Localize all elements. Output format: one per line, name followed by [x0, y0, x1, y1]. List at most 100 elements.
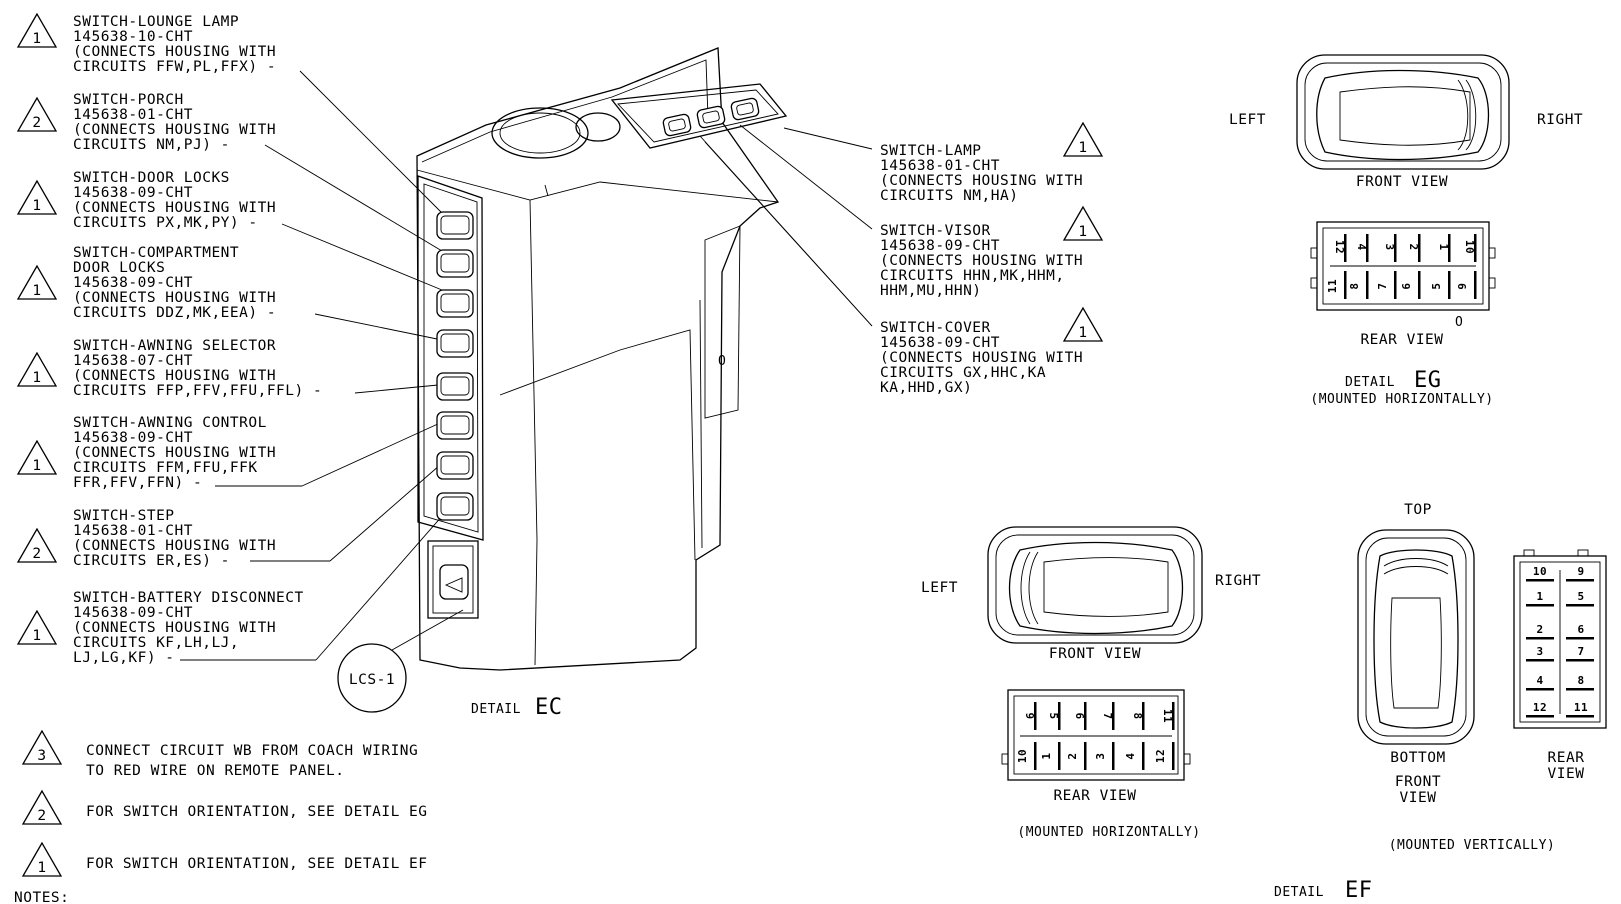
note-line: CONNECT CIRCUIT WB FROM COACH WIRING [86, 743, 418, 759]
callout-list: 1 SWITCH-LOUNGE LAMP 145638-10-CHT (CONN… [17, 13, 322, 666]
detail-ec-prefix: DETAIL [471, 702, 521, 717]
callout-awning-control: 1 SWITCH-AWNING CONTROL 145638-09-CHT (C… [17, 415, 276, 491]
callout-line: CIRCUITS FFP,FFV,FFU,FFL) - [73, 383, 322, 399]
callout-line: (CONNECTS HOUSING WITH [73, 290, 276, 306]
note-line: FOR SWITCH ORIENTATION, SEE DETAIL EG [86, 804, 428, 820]
top-switch-lamp [662, 113, 692, 137]
revision-number: 1 [32, 31, 41, 47]
callout-line: SWITCH-BATTERY DISCONNECT [73, 590, 304, 606]
callout-line: CIRCUITS DDZ,MK,EEA) - [73, 305, 276, 321]
front-switch-1 [436, 211, 474, 240]
front-switch-7 [436, 451, 474, 480]
connector-pin [1172, 702, 1175, 730]
top-switch-visor [696, 105, 726, 129]
connector-pin [1112, 702, 1115, 730]
connector-pin [1142, 742, 1145, 770]
connector-pin-label: 3 [1094, 752, 1107, 759]
leader-lines [180, 70, 451, 661]
connector-pin [1084, 702, 1087, 730]
connector-pin-label: 4 [1124, 752, 1137, 759]
connector-pin-label: 2 [1066, 752, 1079, 759]
connector-pin-label: 8 [1577, 674, 1584, 687]
callout-line: LJ,LG,KF) - [73, 650, 175, 666]
detail-eg-prefix: DETAIL [1345, 375, 1395, 390]
note-number: 2 [37, 808, 46, 824]
connector-pin [1058, 702, 1061, 730]
callout-line: (CONNECTS HOUSING WITH [880, 173, 1083, 189]
callout-line: (CONNECTS HOUSING WITH [880, 350, 1083, 366]
connector-pin-label: 12 [1154, 749, 1167, 763]
ef-h-front-view-label: FRONT VIEW [1049, 646, 1141, 662]
connector-pin [1526, 604, 1554, 607]
revision-number: 1 [1078, 140, 1087, 156]
callout-line: 145638-09-CHT [73, 275, 193, 291]
lcs-label: LCS-1 [349, 672, 395, 688]
connector-pin-label: 9 [1023, 712, 1036, 719]
callout-line: SWITCH-PORCH [73, 92, 184, 108]
revision-number: 1 [32, 458, 41, 474]
callout-switch-visor: SWITCH-VISOR 145638-09-CHT (CONNECTS HOU… [880, 206, 1103, 299]
connector-pin [1112, 742, 1115, 770]
connector-pin [1474, 271, 1477, 299]
callout-line: CIRCUITS KF,LH,LJ, [73, 635, 239, 651]
connector-pin-label: 1 [1040, 752, 1053, 759]
callout-line: SWITCH-DOOR LOCKS [73, 170, 230, 186]
callout-line: 145638-01-CHT [73, 107, 193, 123]
revision-number: 1 [32, 283, 41, 299]
label-right: RIGHT [1537, 112, 1583, 128]
revision-number: 2 [32, 115, 41, 131]
eg-orientation: (MOUNTED HORIZONTALLY) [1310, 392, 1493, 407]
callout-line: SWITCH-AWNING CONTROL [73, 415, 267, 431]
connector-pin-label: 5 [1047, 712, 1060, 719]
connector-pin [1034, 742, 1037, 770]
ef-bottom-label: BOTTOM [1390, 750, 1445, 766]
connector-pin [1058, 742, 1061, 770]
connector-pin [1526, 637, 1554, 640]
ef-top-label: TOP [1404, 502, 1432, 518]
callout-line: SWITCH-COMPARTMENT [73, 245, 239, 261]
connector-pin [1566, 659, 1594, 662]
connector-pin [1566, 715, 1594, 718]
connector-pin [1366, 234, 1369, 262]
callout-porch: 2 SWITCH-PORCH 145638-01-CHT (CONNECTS H… [17, 92, 276, 153]
connector-pin [1526, 715, 1554, 718]
top-switch-cover [730, 97, 760, 121]
callout-line: 145638-09-CHT [880, 238, 1000, 254]
eg-front-view-label: FRONT VIEW [1356, 174, 1448, 190]
callout-line: DOOR LOCKS [73, 260, 165, 276]
detail-ec-letters: EC [535, 695, 563, 720]
connector-pin-label: 10 [1463, 240, 1476, 254]
callout-line: FFR,FFV,FFN) - [73, 475, 202, 491]
callout-line: 145638-09-CHT [73, 605, 193, 621]
ef-h-rear-view-label: REAR VIEW [1053, 788, 1136, 804]
front-switch-4 [436, 329, 474, 358]
ef-view-label: VIEW [1400, 790, 1437, 806]
callout-line: CIRCUITS ER,ES) - [73, 553, 230, 569]
eg-mark: O [1455, 315, 1463, 330]
callout-line: (CONNECTS HOUSING WITH [880, 253, 1083, 269]
note-number: 1 [37, 860, 46, 876]
front-switch-3 [436, 289, 474, 318]
connector-pin-label: 9 [1456, 282, 1469, 289]
connector-pin [1172, 742, 1175, 770]
callout-line: 145638-09-CHT [73, 185, 193, 201]
connector-pin [1034, 702, 1037, 730]
callout-line: (CONNECTS HOUSING WITH [73, 445, 276, 461]
lcs-circle [337, 643, 407, 713]
callout-line: (CONNECTS HOUSING WITH [73, 368, 276, 384]
callout-line: CIRCUITS NM,HA) [880, 188, 1018, 204]
connector-pin-label: 10 [1016, 749, 1029, 763]
connector-pin-label: 2 [1407, 243, 1420, 250]
callout-step: 2 SWITCH-STEP 145638-01-CHT (CONNECTS HO… [17, 508, 276, 569]
revision-number: 2 [32, 546, 41, 562]
connector-pin [1366, 271, 1369, 299]
ef-front-label: FRONT [1395, 774, 1441, 790]
callout-line: 145638-01-CHT [73, 523, 193, 539]
connector-pin-label: 11 [1326, 279, 1339, 293]
callout-switch-cover: SWITCH-COVER 145638-09-CHT (CONNECTS HOU… [880, 307, 1103, 396]
ef-horizontal-label: (MOUNTED HORIZONTALLY) [1017, 825, 1200, 840]
connector-pin [1418, 234, 1421, 262]
callout-line: CIRCUITS FFW,PL,FFX) - [73, 59, 276, 75]
